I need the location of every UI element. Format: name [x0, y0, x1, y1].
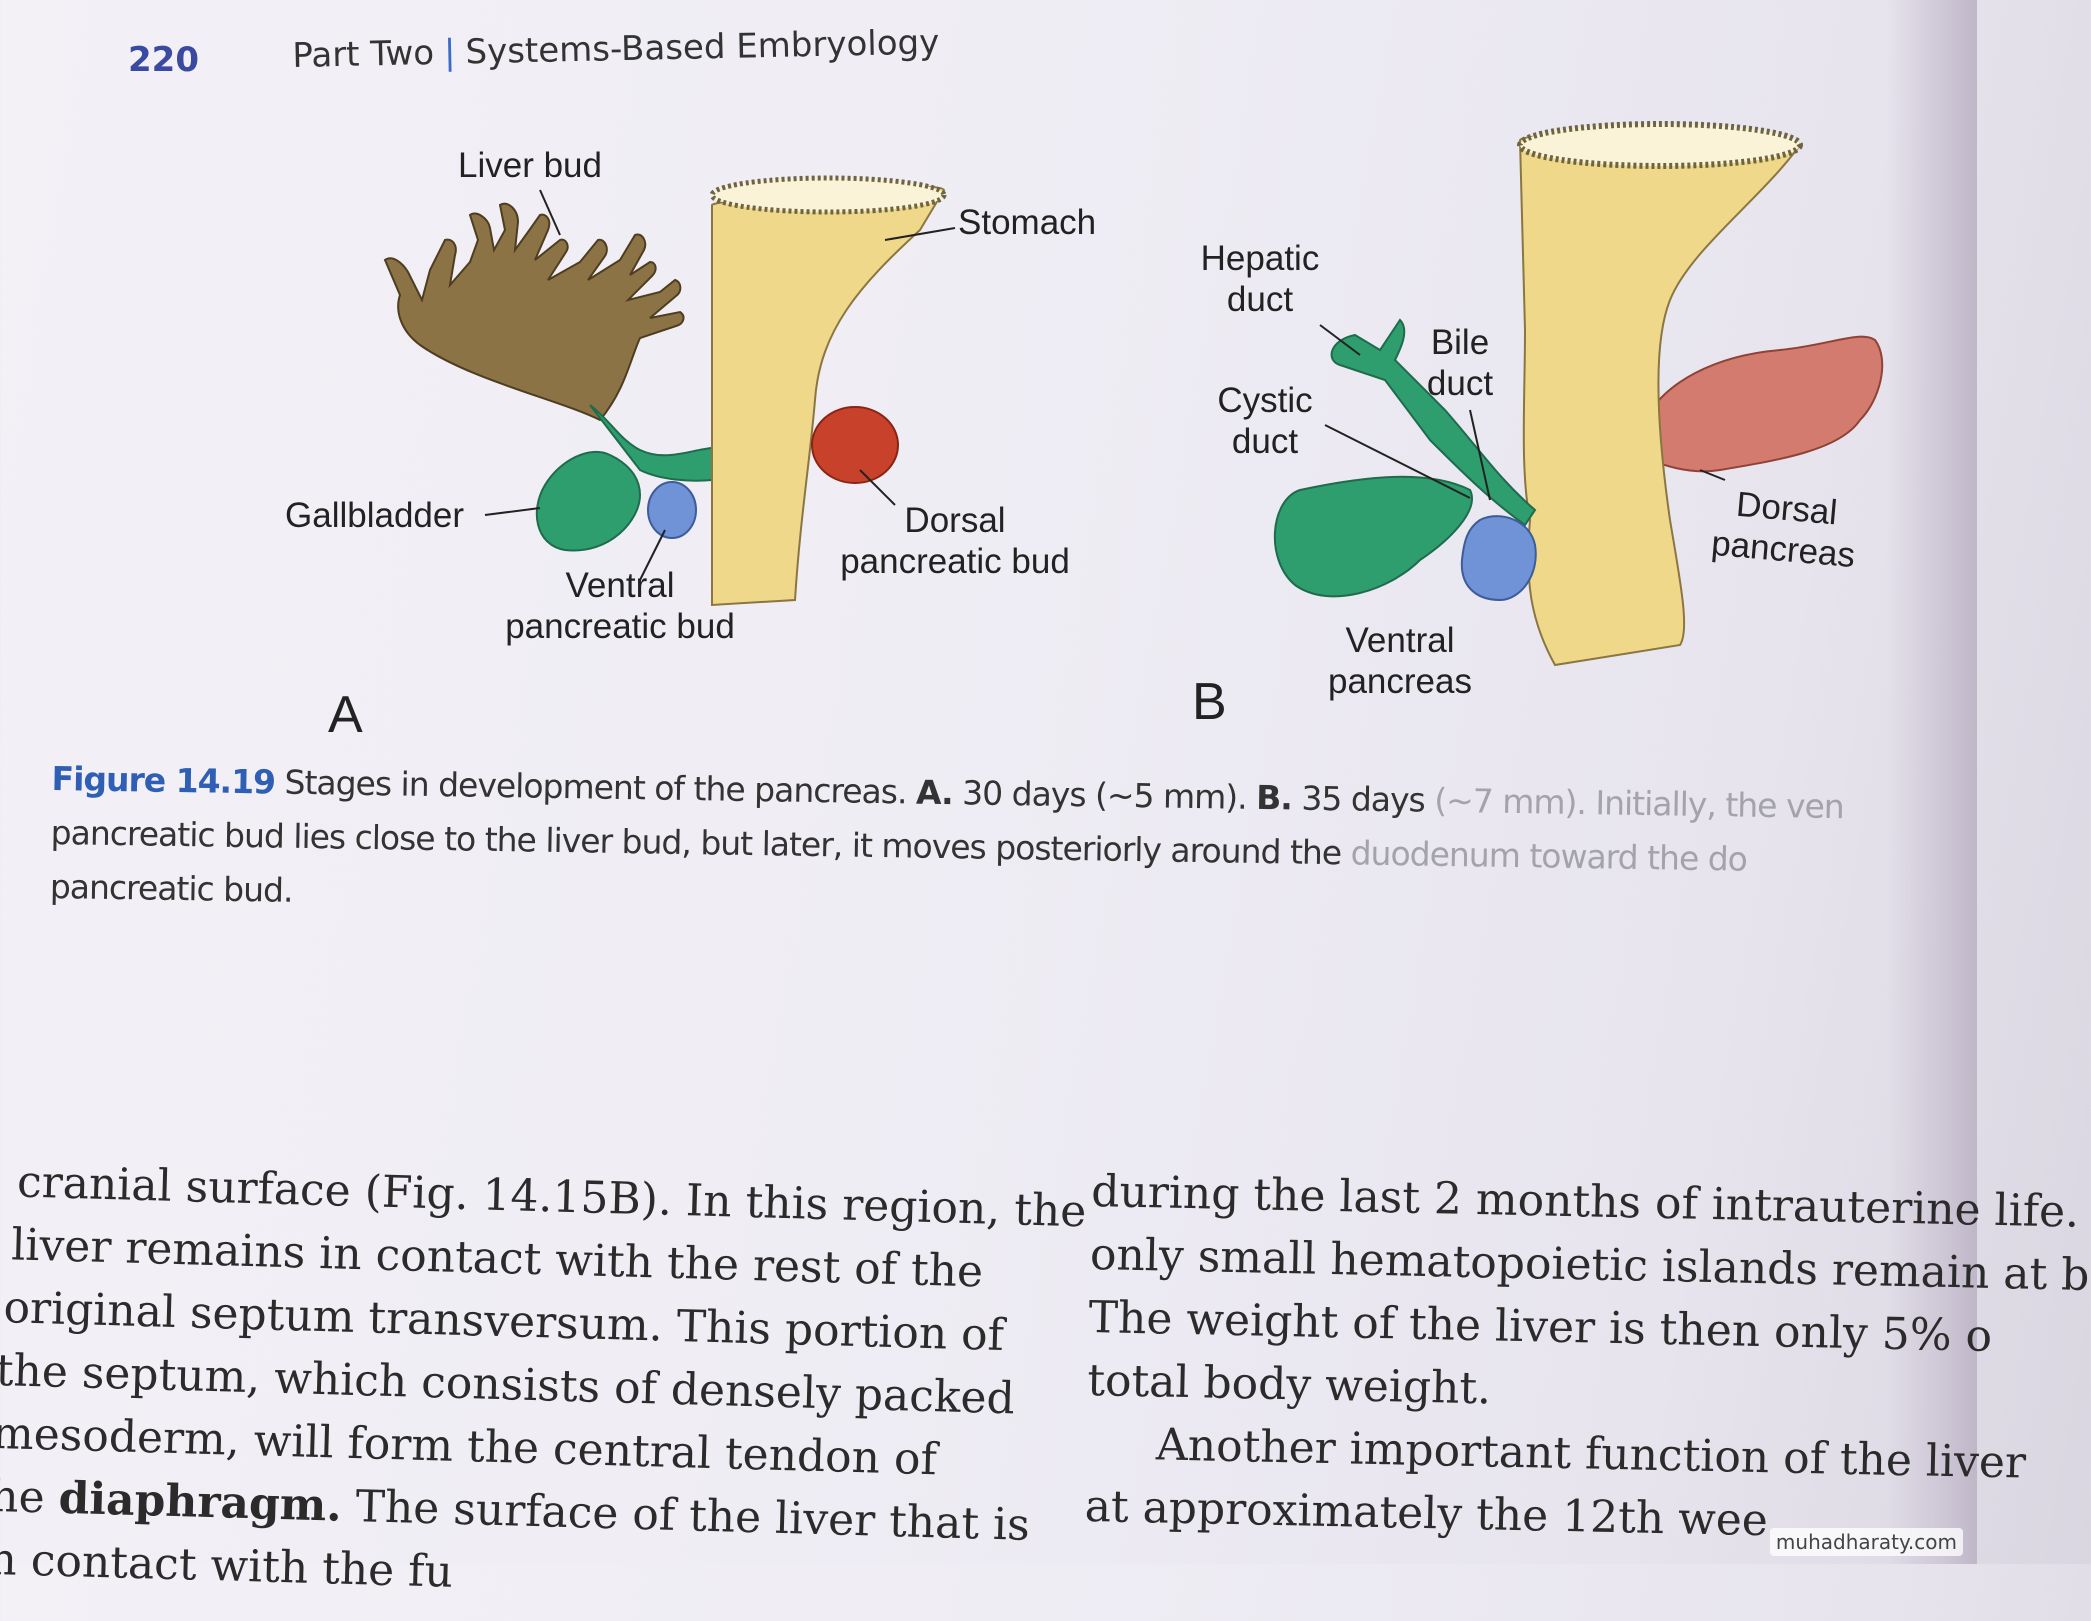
dorsal-pancreatic-bud-shape	[811, 406, 899, 484]
caption-a-text: 30 days (~5 mm).	[961, 773, 1248, 817]
label-ventral-line1: Ventral	[565, 566, 675, 605]
ventral-pancreas-shape	[1460, 515, 1537, 602]
label-hepatic-line1: Hepatic	[1200, 239, 1320, 278]
caption-figure-number: Figure 14.19	[51, 758, 276, 802]
label-dorsal-line2: pancreatic bud	[840, 542, 1070, 582]
label-ventral-pancreatic-bud: Ventral pancreatic bud	[470, 565, 770, 648]
label-bile-line2: duct	[1426, 364, 1494, 404]
caption-text-1: Stages in development of the pancreas.	[284, 762, 907, 812]
pancreas-development-figure	[383, 121, 1884, 667]
panel-a-illustration	[383, 175, 956, 607]
panel-b-illustration	[1274, 121, 1884, 667]
label-ventral-pancreas-line2: pancreas	[1328, 662, 1472, 702]
gallbladder-b-shape	[1274, 475, 1473, 598]
caption-b-label: B.	[1255, 777, 1293, 818]
body-right-column: during the last 2 months of intrauterine…	[1084, 1160, 2091, 1559]
ventral-pancreatic-bud-shape	[647, 481, 697, 539]
label-dorsal-pancreatic-bud: Dorsal pancreatic bud	[815, 500, 1095, 583]
liver-bud-shape	[383, 202, 685, 422]
label-ventral-pancreas-line1: Ventral	[1345, 621, 1455, 660]
label-ventral-pancreas: Ventral pancreas	[1305, 620, 1495, 703]
dorsal-pancreas-shape	[1639, 335, 1884, 473]
label-cystic-line2: duct	[1231, 422, 1299, 462]
label-bile-duct: Bile duct	[1415, 322, 1505, 405]
panel-a-leader-lines	[484, 189, 956, 581]
caption-b-text: 35 days	[1301, 778, 1426, 820]
figure-caption: Figure 14.19 Stages in development of th…	[49, 752, 1981, 944]
caption-a-label: A.	[915, 772, 954, 813]
label-liver-bud: Liver bud	[458, 146, 602, 185]
body-left-column: cranial surface (Fig. 14.15B). In this r…	[0, 1150, 1087, 1621]
label-ventral-line2: pancreatic bud	[505, 607, 735, 647]
label-bile-line1: Bile	[1430, 323, 1490, 362]
stomach-opening	[709, 175, 947, 215]
watermark-text: muhadharaty.com	[1769, 1528, 1963, 1556]
term-diaphragm: diaphragm.	[57, 1472, 343, 1532]
caption-line-2-faded: duodenum toward the do	[1350, 833, 1748, 879]
panel-b-letter: B	[1192, 673, 1227, 731]
panel-b-leader-lines	[1319, 324, 1726, 501]
hepatic-stalk-shape	[589, 404, 713, 482]
label-cystic-line1: Cystic	[1217, 381, 1313, 420]
page-edge-shadow	[1887, 0, 1977, 1564]
label-stomach: Stomach	[958, 203, 1097, 242]
panel-a-letter: A	[328, 686, 363, 744]
label-cystic-duct: Cystic duct	[1205, 380, 1325, 463]
left-line-6-end: The surface of the liver that is	[354, 1481, 1031, 1551]
caption-b-text-faded: (~7 mm). Initially, the ven	[1433, 780, 1845, 827]
left-line-6-start: he	[0, 1470, 46, 1524]
label-hepatic-line2: duct	[1226, 280, 1294, 320]
label-gallbladder: Gallbladder	[285, 496, 464, 535]
label-dorsal-pancreas: Dorsal pancreas	[1702, 481, 1869, 577]
page-number: 220	[128, 40, 199, 80]
label-dorsal-line1: Dorsal	[904, 501, 1006, 540]
gallbladder-shape	[535, 450, 642, 552]
label-hepatic-duct: Hepatic duct	[1195, 238, 1325, 321]
duodenum-opening	[1517, 121, 1803, 169]
